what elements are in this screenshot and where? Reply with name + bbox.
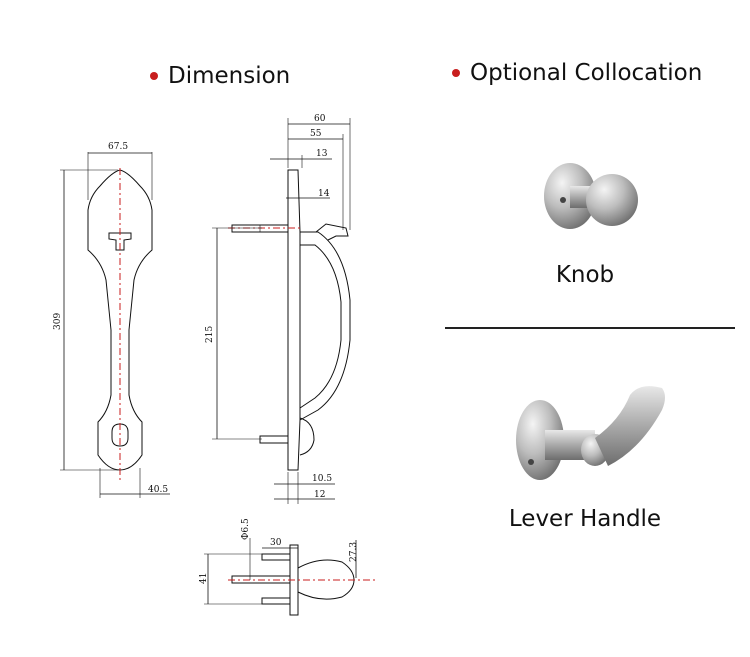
lever-handle-icon [516, 386, 665, 480]
dim-215: 215 [205, 326, 215, 343]
dim-phi-6-5: Φ6.5 [241, 518, 251, 540]
dim-41: 41 [199, 573, 209, 584]
side-view [212, 118, 351, 504]
dimension-heading-text: Dimension [168, 63, 291, 89]
bullet-dot-icon [150, 72, 158, 80]
dim-30: 30 [270, 538, 282, 548]
optional-collocation-heading: Optional Collocation [452, 60, 702, 86]
section-divider [445, 327, 735, 329]
front-view [60, 152, 170, 498]
optional-collocation-heading-text: Optional Collocation [470, 60, 703, 86]
bullet-dot-icon [452, 69, 460, 77]
dim-10-5: 10.5 [312, 474, 332, 484]
dim-14: 14 [318, 189, 330, 199]
dim-55: 55 [310, 129, 322, 139]
dim-27-3: 27.3 [349, 542, 359, 562]
dim-height-309: 309 [53, 313, 63, 330]
dim-width-67-5: 67.5 [108, 142, 128, 152]
top-view [204, 538, 378, 616]
dim-60: 60 [314, 114, 326, 124]
dim-12: 12 [314, 490, 325, 500]
knob-caption: Knob [555, 262, 615, 288]
knob-icon [544, 163, 638, 229]
dim-13: 13 [316, 149, 328, 159]
dim-width-40-5: 40.5 [148, 485, 168, 495]
lever-handle-caption: Lever Handle [508, 506, 662, 532]
dimension-heading: Dimension [150, 63, 290, 89]
